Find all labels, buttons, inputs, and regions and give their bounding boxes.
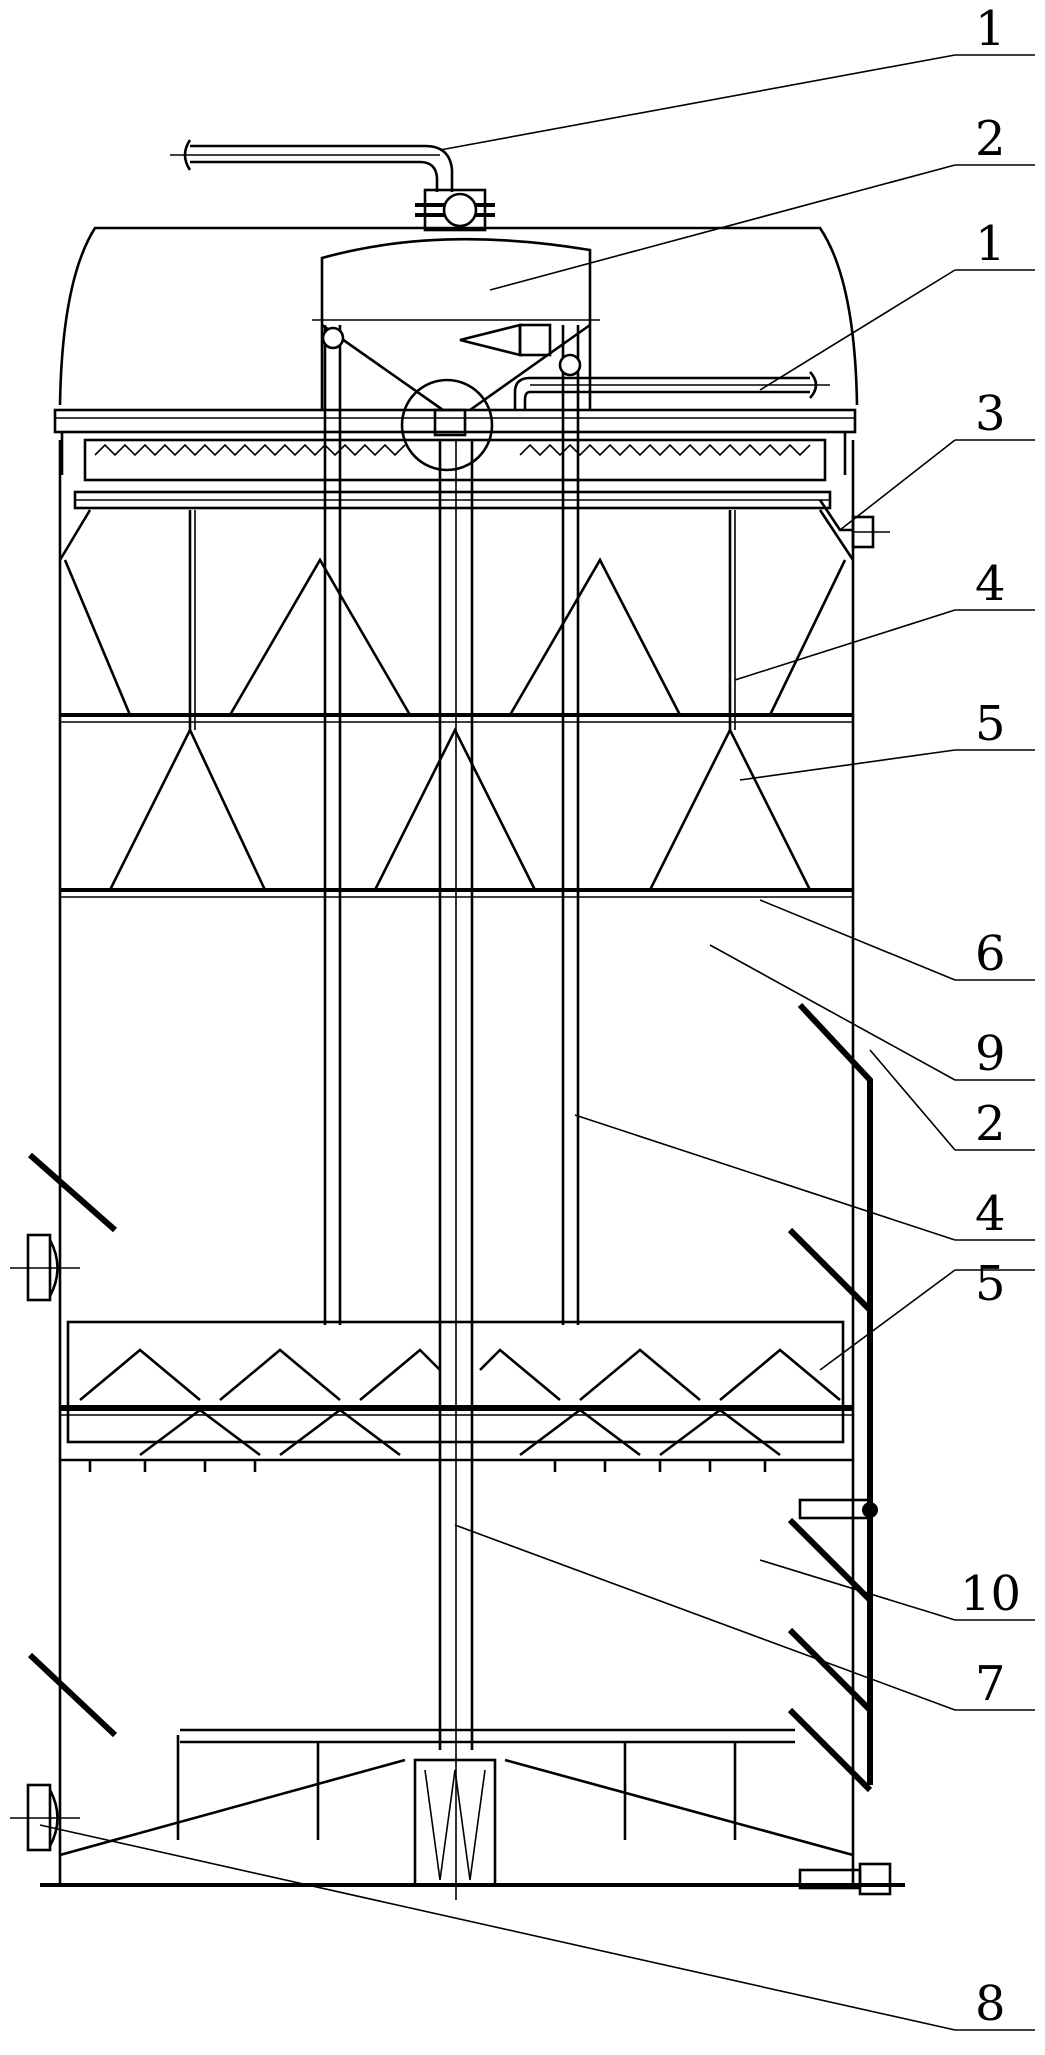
label-2-lower: 2 bbox=[975, 1096, 1006, 1152]
label-1-top: 1 bbox=[975, 1, 1006, 57]
label-5-upper: 5 bbox=[975, 696, 1006, 752]
inlet-pipe-right bbox=[513, 371, 830, 410]
label-1-right: 1 bbox=[975, 216, 1006, 272]
label-8: 8 bbox=[975, 1976, 1006, 2032]
inlet-pipe-top bbox=[170, 139, 454, 192]
upper-truss bbox=[58, 509, 855, 898]
left-manways bbox=[10, 1152, 118, 1852]
label-7: 7 bbox=[975, 1656, 1006, 1712]
bottom-header bbox=[59, 1728, 854, 1887]
label-3: 3 bbox=[975, 386, 1006, 442]
domed-top bbox=[53, 226, 859, 475]
label-2-top: 2 bbox=[975, 111, 1006, 167]
central-column bbox=[438, 440, 474, 1900]
label-6: 6 bbox=[975, 926, 1006, 982]
leader-lines bbox=[39, 54, 1035, 2031]
right-external-pipe bbox=[787, 1002, 892, 1896]
label-4-lower: 4 bbox=[975, 1186, 1006, 1242]
label-5-lower: 5 bbox=[975, 1256, 1006, 1312]
label-10: 10 bbox=[960, 1566, 1021, 1622]
lower-distributor bbox=[60, 1320, 853, 1472]
label-9: 9 bbox=[975, 1026, 1006, 1082]
part-labels: 1 2 1 3 4 5 6 9 2 4 5 10 7 8 bbox=[960, 1, 1021, 2032]
zigzag-distributor bbox=[73, 438, 832, 510]
label-4-upper: 4 bbox=[975, 556, 1006, 612]
vertical-pipes bbox=[321, 325, 582, 1325]
inner-vessel bbox=[312, 188, 600, 472]
